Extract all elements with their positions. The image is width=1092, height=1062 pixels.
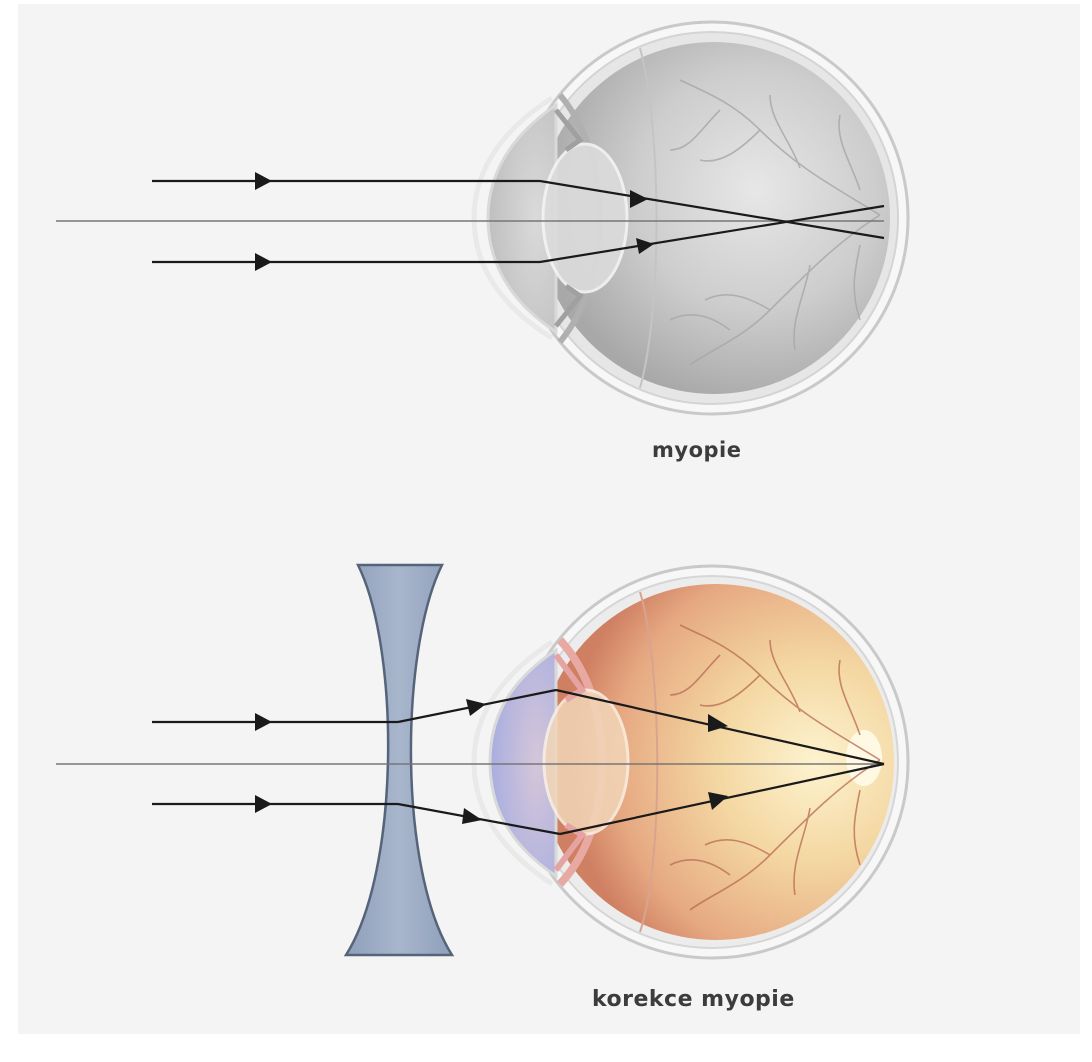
caption-myopia: myopie: [652, 438, 741, 462]
caption-myopia-correction: korekce myopie: [592, 987, 795, 1012]
eye-lens: [543, 144, 627, 292]
eye-lens: [544, 690, 628, 834]
